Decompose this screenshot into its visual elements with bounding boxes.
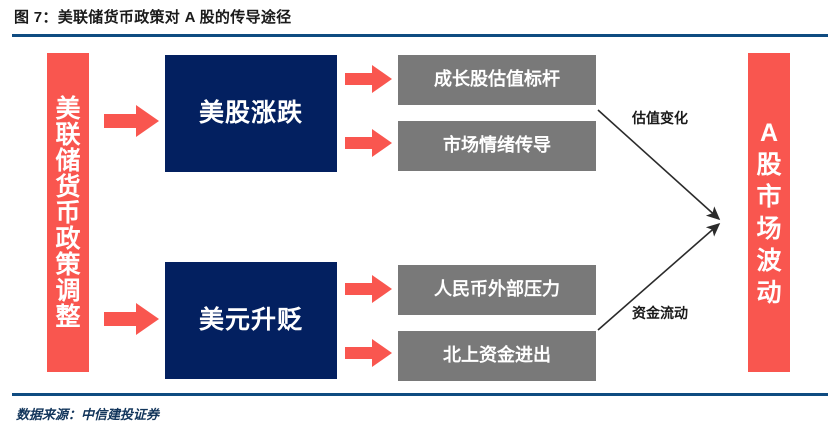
vchar: 股: [756, 150, 782, 179]
node-ashare-volatility[interactable]: A 股 市 场 波 动: [748, 53, 790, 372]
vchar: 策: [55, 250, 81, 279]
arrow-fed-to-usd: [104, 302, 160, 336]
vchar: 动: [756, 278, 782, 307]
arrow-usequity-to-sentiment: [345, 128, 393, 158]
vchar: 货: [55, 172, 81, 201]
node-rmb-pressure-label: 人民币外部压力: [434, 279, 560, 300]
vchar: 政: [55, 224, 81, 253]
vchar: 市: [756, 182, 782, 211]
node-us-equity-label: 美股涨跌: [198, 98, 303, 127]
node-northbound-flows[interactable]: 北上资金进出: [398, 331, 596, 381]
vchar: A: [759, 118, 779, 147]
vchar: 波: [756, 246, 782, 275]
node-rmb-pressure[interactable]: 人民币外部压力: [398, 265, 596, 315]
source-note: 数据来源：中信建投证券: [16, 407, 160, 422]
node-northbound-flows-label: 北上资金进出: [443, 345, 551, 366]
connector-label-capital: 资金流动: [632, 305, 688, 321]
vchar: 调: [55, 276, 81, 305]
node-growth-valuation-label: 成长股估值标杆: [434, 69, 560, 90]
title-divider: [12, 34, 828, 37]
node-growth-valuation[interactable]: 成长股估值标杆: [398, 55, 596, 105]
arrow-usd-to-northbound: [345, 338, 393, 368]
node-us-equity[interactable]: 美股涨跌: [165, 55, 337, 172]
vchar: 币: [55, 198, 81, 227]
vchar: 整: [55, 302, 81, 331]
node-market-sentiment[interactable]: 市场情绪传导: [398, 121, 596, 171]
node-fed-policy-label: 美 联 储 货 币 政 策 调 整: [55, 96, 80, 330]
connector-label-valuation: 估值变化: [632, 110, 688, 126]
figure-title: 图 7：美联储货币政策对 A 股的传导途径: [14, 9, 292, 26]
node-usd-move-label: 美元升贬: [198, 305, 303, 334]
arrow-fed-to-usequity: [104, 104, 160, 138]
vchar: 美: [55, 94, 81, 123]
node-fed-policy[interactable]: 美 联 储 货 币 政 策 调 整: [47, 53, 89, 372]
footer-divider: [12, 393, 828, 396]
vchar: 联: [55, 120, 81, 149]
node-ashare-volatility-label: A 股 市 场 波 动: [756, 117, 781, 309]
node-market-sentiment-label: 市场情绪传导: [443, 135, 551, 156]
arrow-usequity-to-growth: [345, 64, 393, 94]
vchar: 储: [55, 146, 81, 175]
vchar: 场: [756, 214, 782, 243]
node-usd-move[interactable]: 美元升贬: [165, 262, 337, 379]
arrow-usd-to-rmb: [345, 274, 393, 304]
